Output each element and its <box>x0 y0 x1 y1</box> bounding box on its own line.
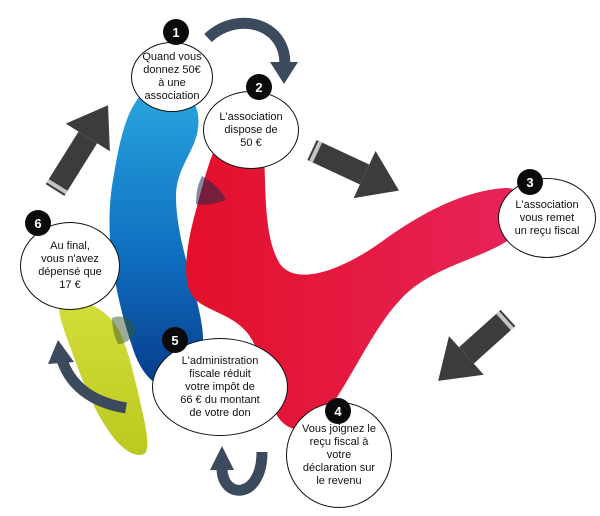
red-shape <box>186 118 528 430</box>
curved-arrow-5-to-6 <box>48 340 128 414</box>
step-5-circle: L'administration fiscale réduit votre im… <box>152 338 288 436</box>
blue-shape <box>109 86 204 389</box>
step-5-text: L'administration fiscale réduit votre im… <box>180 354 260 419</box>
curved-arrow-1-to-2 <box>204 17 298 84</box>
step-3-number: 3 <box>517 169 543 195</box>
step-5-number: 5 <box>162 327 188 353</box>
step-1-number: 1 <box>163 19 189 45</box>
step-3-circle: L'association vous remet un reçu fiscal <box>498 178 596 258</box>
arrow-to-step-1 <box>45 105 110 196</box>
overlap-shadow-low <box>112 316 136 344</box>
green-shape <box>58 299 148 456</box>
step-2-number: 2 <box>246 74 272 100</box>
overlap-shadow <box>196 176 226 205</box>
step-2-text: L'association dispose de 50 € <box>219 110 283 149</box>
step-4-number: 4 <box>325 398 351 424</box>
curved-arrow-4-to-5 <box>210 446 268 496</box>
step-6-circle: Au final, vous n'avez dépensé que 17 € <box>20 222 120 310</box>
step-1-text: Quand vous donnez 50€ à une association <box>142 51 202 102</box>
step-6-number: 6 <box>25 210 51 236</box>
step-4-text: Vous joignez le reçu fiscal à votre décl… <box>302 422 376 487</box>
step-2-circle: L'association dispose de 50 € <box>203 91 299 169</box>
step-6-text: Au final, vous n'avez dépensé que 17 € <box>38 240 102 291</box>
arrow-to-step-3 <box>307 140 400 199</box>
arrow-to-step-4 <box>438 309 516 381</box>
step-3-text: L'association vous remet un reçu fiscal <box>514 198 580 237</box>
step-1-circle: Quand vous donnez 50€ à une association <box>131 42 213 112</box>
